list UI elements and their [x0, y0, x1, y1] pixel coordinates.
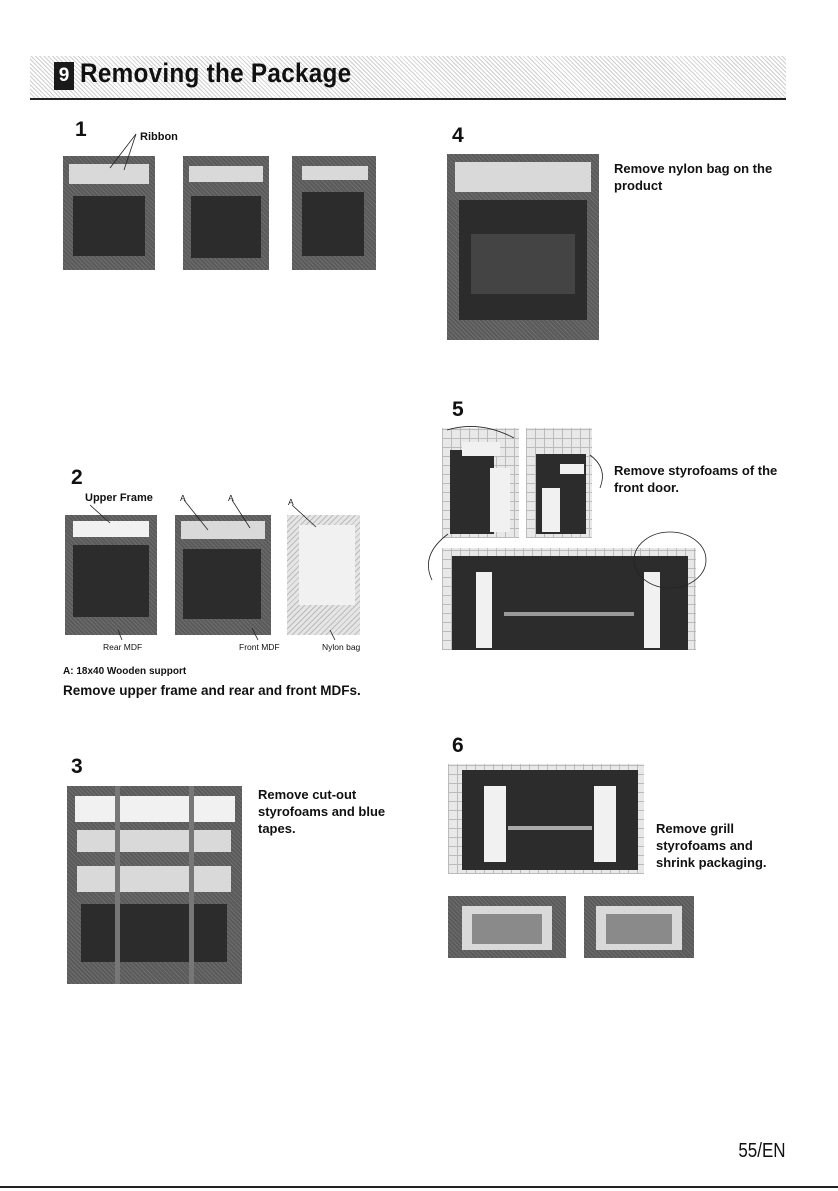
- footer-divider: [0, 1186, 838, 1188]
- step-1-number: 1: [75, 118, 87, 141]
- front-mdf-label: Front MDF: [239, 642, 280, 652]
- chapter-header-band: [30, 56, 786, 98]
- nylon-bag-leader: [329, 629, 336, 641]
- ribbon-leader-2: [123, 133, 137, 171]
- chapter-number-badge: 9: [54, 62, 74, 90]
- step-5-photo-a: [442, 428, 519, 538]
- step-5-photo-c: [442, 548, 696, 650]
- door-callout-circle: [633, 531, 707, 589]
- step-4-instruction: Remove nylon bag on the product: [614, 161, 773, 193]
- door-callout-arc-2: [589, 454, 603, 489]
- step-2-photo-a: [65, 515, 157, 635]
- step-3-number: 3: [71, 755, 83, 778]
- support-label-a-3: A: [288, 497, 294, 507]
- upper-frame-label: Upper Frame: [85, 492, 153, 504]
- support-leader-1: [183, 499, 209, 531]
- step-2-photo-c: [287, 515, 360, 635]
- step-4-photo: [447, 154, 599, 340]
- step-1-photo-b: [183, 156, 269, 270]
- support-label-a-1: A: [180, 493, 186, 503]
- step-6-instruction: Remove grill styrofoams and shrink packa…: [656, 821, 767, 870]
- rear-mdf-leader: [117, 629, 123, 641]
- wooden-support-legend: A: 18x40 Wooden support: [63, 666, 187, 677]
- rear-mdf-label: Rear MDF: [103, 642, 143, 652]
- step-6-photo-a: [448, 764, 644, 874]
- step-1-photo-a: [63, 156, 155, 270]
- page-number: 55/EN: [738, 1140, 786, 1162]
- step-2-number: 2: [71, 466, 83, 489]
- step-5-instruction: Remove styrofoams of the front door.: [614, 463, 778, 495]
- step-5-photo-b: [526, 428, 592, 538]
- ribbon-leader-1: [109, 133, 137, 169]
- upper-frame-leader: [89, 504, 111, 524]
- door-callout-arc-1: [446, 426, 515, 439]
- support-label-a-2: A: [228, 493, 234, 503]
- support-leader-3: [291, 504, 317, 528]
- step-3-photo: [67, 786, 242, 984]
- nylon-bag-label: Nylon bag: [322, 642, 361, 652]
- step-1-photo-c: [292, 156, 376, 270]
- ribbon-label: Ribbon: [140, 131, 178, 143]
- step-6-photo-c: [584, 896, 694, 958]
- header-divider: [30, 98, 786, 100]
- step-5-number: 5: [452, 398, 464, 421]
- step-4-number: 4: [452, 124, 464, 147]
- step-2-instruction: Remove upper frame and rear and front MD…: [63, 683, 361, 698]
- step-6-photo-b: [448, 896, 566, 958]
- step-3-instruction: Remove cut-out styrofoams and blue tapes…: [258, 787, 386, 836]
- support-leader-2: [231, 499, 251, 529]
- chapter-title: Removing the Package: [80, 58, 352, 88]
- step-6-number: 6: [452, 734, 464, 757]
- front-mdf-leader: [251, 627, 259, 641]
- door-callout-arc-3: [428, 533, 449, 581]
- step-2-photo-b: [175, 515, 271, 635]
